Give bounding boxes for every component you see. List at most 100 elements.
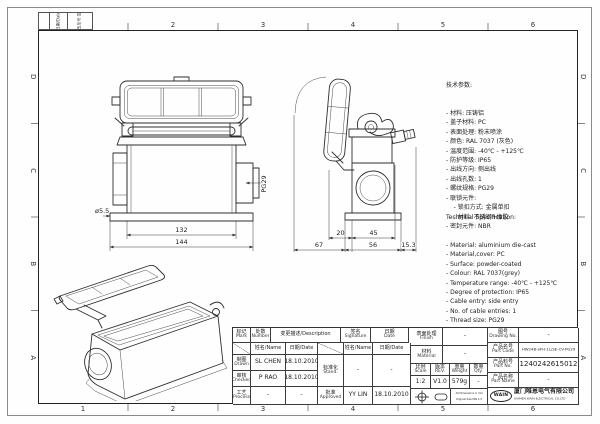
spec-line: - 材料: 不锈钢+橡胶 xyxy=(446,213,509,221)
dim-thread-label: PG29 xyxy=(260,175,268,192)
spec-line: - Material,cover: PC xyxy=(446,251,505,259)
part-no-value: 1240242615012 xyxy=(519,358,579,373)
spec-line: - 盖子材料: PC xyxy=(446,119,486,127)
company-name-en: XIAMEN WAIN ELECTRICAL CO.LTD xyxy=(514,397,566,401)
spec-line: - 材料: 压铸铝 xyxy=(446,110,485,118)
corner-cell-empty xyxy=(39,13,50,29)
grid-column-label: 3 xyxy=(260,21,266,29)
date-subheader: 日期/Date xyxy=(286,343,318,355)
projection-symbol-icon xyxy=(414,390,447,403)
stand-name: - xyxy=(344,355,373,387)
spec-line: - Cable entry: side entry xyxy=(446,298,519,306)
rev-value: V1.0 xyxy=(431,376,450,389)
description-header: 变更描述/Description xyxy=(271,328,341,343)
drawn-date: 18.10.2010 xyxy=(286,355,318,371)
grid-column-label: 6 xyxy=(530,405,536,413)
dim-hole-label: ø5.5 xyxy=(95,207,109,215)
name-subheader: 姓名/Name xyxy=(251,343,286,355)
spec-line: - 螺纹规格: PG29 xyxy=(446,185,494,193)
role-diagonal-cell xyxy=(318,343,344,355)
projection-symbols xyxy=(411,389,451,405)
note-line-1: All Dimensions in mm xyxy=(455,392,483,396)
spec-line: - Temperature range: -40℃ - +125℃ xyxy=(446,279,558,287)
approved-name: YY LIN xyxy=(344,387,373,405)
spec-en-title: Technical Specification: xyxy=(446,213,517,221)
drawing-no-value: - xyxy=(519,328,579,343)
material-value: - xyxy=(443,346,488,364)
part-name-value: - xyxy=(519,373,579,388)
corner-date-label: 日期/Date xyxy=(55,13,61,29)
corner-sign-label: 更改单号 签名 xyxy=(77,13,82,29)
spec-line: - Material: aluminium die-cast xyxy=(446,242,536,250)
grid-column-label: 6 xyxy=(530,21,536,29)
dim-45-label: 45 xyxy=(369,229,377,237)
spec-line: - 颜色: RAL 7037 (灰色) xyxy=(446,138,514,146)
dim-67-label: 67 xyxy=(315,241,323,249)
spec-cn-title: 技术参数: xyxy=(446,81,473,89)
outer-border xyxy=(7,7,592,416)
stand-date: - xyxy=(373,355,411,387)
checked-name: P RAO xyxy=(251,371,286,387)
spec-cn-lines: - 材料: 压铸铝- 盖子材料: PC- 表面处理: 粉末喷涂 - 颜色: RAL… xyxy=(446,109,578,231)
spec-line: - Degree of protection: IP65 xyxy=(446,289,530,297)
grid-row-label: D xyxy=(29,74,37,80)
front-view-drawing: ø5.5 PG29 132 144 xyxy=(95,76,269,251)
wain-logo: WAIN xyxy=(490,390,512,402)
dim-144-label: 144 xyxy=(175,238,187,246)
spec-line: - Colour: RAL 7037(grey) xyxy=(446,270,520,278)
spec-line: - 锁扣方式: 金属单扣 xyxy=(446,204,510,212)
grid-column-label: 5 xyxy=(440,405,446,413)
grid-column-label: 5 xyxy=(440,21,446,29)
weight-value: 579g xyxy=(450,376,470,389)
spec-line: - No. of cable entries: 1 xyxy=(446,307,517,315)
spec-line: - 联锁元件: xyxy=(446,194,477,202)
approved-date: 18.10.2010 xyxy=(373,387,411,405)
company-cell: WAIN 厦门唯恩电气有限公司 XIAMEN WAIN ELECTRICAL C… xyxy=(488,388,579,405)
name-subheader: 姓名/Name xyxy=(344,343,373,355)
part-code-value: HW24B-SFH-1L/SE-CV-PG29 xyxy=(519,343,579,358)
process-name: - xyxy=(251,387,286,405)
spec-line: - 防护等级: IP65 xyxy=(446,157,492,165)
dim-20-label: 20 xyxy=(336,229,344,237)
finish-value: - xyxy=(443,328,488,346)
corner-cell-date: 日期/Date xyxy=(50,13,68,29)
spec-line: - 温度范围: -40℃ - +125℃ xyxy=(446,147,524,155)
isometric-view-drawing xyxy=(53,264,228,401)
spec-line: - 表面处理: 粉末喷涂 xyxy=(446,128,503,136)
process-date: - xyxy=(286,387,318,405)
qty-value: - xyxy=(470,376,488,389)
side-view-drawing: 20 45 67 56 15.3 xyxy=(293,76,417,252)
grid-column-label: 4 xyxy=(350,21,356,29)
spec-line: - 密封元件: NBR xyxy=(446,222,491,230)
spec-block-chinese: 技术参数: - 材料: 压铸铝- 盖子材料: PC- 表面处理: 粉末喷涂 - 颜… xyxy=(446,62,578,250)
checked-date: 18.10.2010 xyxy=(286,371,318,387)
spec-line: - Surface: powder-coated xyxy=(446,260,522,268)
note-line-2: Original Size DIN A 4 xyxy=(456,397,482,401)
